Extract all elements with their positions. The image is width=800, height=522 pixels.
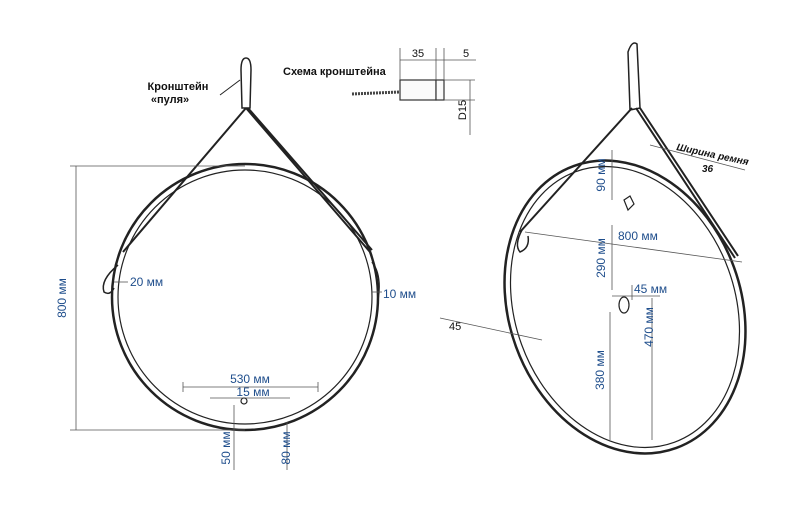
mirror-oval-outer — [503, 159, 747, 455]
screw-icon — [351, 90, 401, 96]
bracket-label-line1: Кронштейн — [148, 81, 209, 93]
bracket-body — [399, 79, 437, 101]
dim-to-hook: 290 мм — [594, 238, 608, 278]
strap-loop-left — [102, 264, 119, 295]
dim-bracket-head: 5 — [463, 48, 469, 60]
dim-bottom-right: 80 мм — [279, 431, 293, 464]
bracket-perspective-icon — [627, 42, 641, 111]
strap-loop-right — [371, 261, 380, 301]
dim-lower: 380 мм — [593, 350, 607, 390]
bracket-head — [435, 79, 445, 101]
strap-loop-perspective — [516, 229, 530, 253]
perspective-view: Ширина ремня 36 90 мм 800 мм 290 мм 45 м… — [439, 42, 750, 455]
dim-inner-diameter: 530 мм — [230, 372, 270, 386]
dim-hook-offset: 45 мм — [634, 282, 667, 296]
dim-bracket-length: 35 — [412, 48, 424, 60]
dim-bottom-gap: 15 мм — [236, 385, 269, 399]
bracket-bullet-icon — [240, 57, 252, 109]
mirror-frame-inner — [117, 169, 373, 425]
mirror-oval-inner — [509, 165, 741, 449]
dim-strap-loop: 20 мм — [130, 275, 163, 289]
front-view: 800 мм 20 мм 10 мм 530 мм 15 мм 50 мм 80… — [55, 57, 416, 470]
dim-total-height: 800 мм — [55, 278, 69, 318]
top-hook-icon — [623, 195, 635, 212]
dim-hook-to-bottom: 470 мм — [642, 307, 656, 347]
dim-width: 800 мм — [618, 229, 658, 243]
dim-bottom-left: 50 мм — [219, 431, 233, 464]
dim-top: 90 мм — [594, 158, 608, 191]
bracket-scheme-title: Схема кронштейна — [283, 66, 387, 78]
hanging-strap — [122, 107, 373, 253]
dim-thickness: 45 — [449, 321, 461, 333]
dim-side-strap: 10 мм — [383, 287, 416, 301]
bracket-scheme: Схема кронштейна 35 5 D15 — [283, 48, 476, 135]
bottom-hook-perspective-icon — [618, 296, 630, 314]
strap-width-value: 36 — [702, 164, 714, 175]
dim-bracket-diameter: D15 — [457, 100, 469, 120]
bracket-label-line2: «пуля» — [151, 94, 189, 106]
